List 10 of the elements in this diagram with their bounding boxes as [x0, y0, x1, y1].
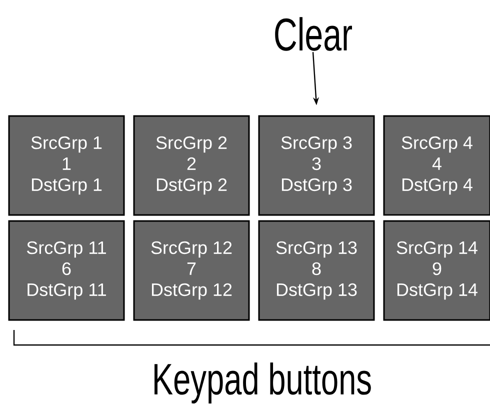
keypad-button: SrcGrp 4 4 DstGrp 4 — [383, 115, 490, 216]
keypad-button: SrcGrp 12 7 DstGrp 12 — [133, 220, 250, 321]
keypad-button: SrcGrp 3 3 DstGrp 3 — [258, 115, 375, 216]
keypad-button: SrcGrp 14 9 DstGrp 14 — [383, 220, 490, 321]
keypad-button: SrcGrp 2 2 DstGrp 2 — [133, 115, 250, 216]
callout-text: Clear — [275, 17, 352, 51]
keypad-button: SrcGrp 11 6 DstGrp 11 — [8, 220, 125, 321]
keypad-button: SrcGrp 13 8 DstGrp 13 — [258, 220, 375, 321]
keypad-button: SrcGrp 1 1 DstGrp 1 — [8, 115, 125, 216]
caption-text: Keypad buttons — [154, 362, 371, 404]
